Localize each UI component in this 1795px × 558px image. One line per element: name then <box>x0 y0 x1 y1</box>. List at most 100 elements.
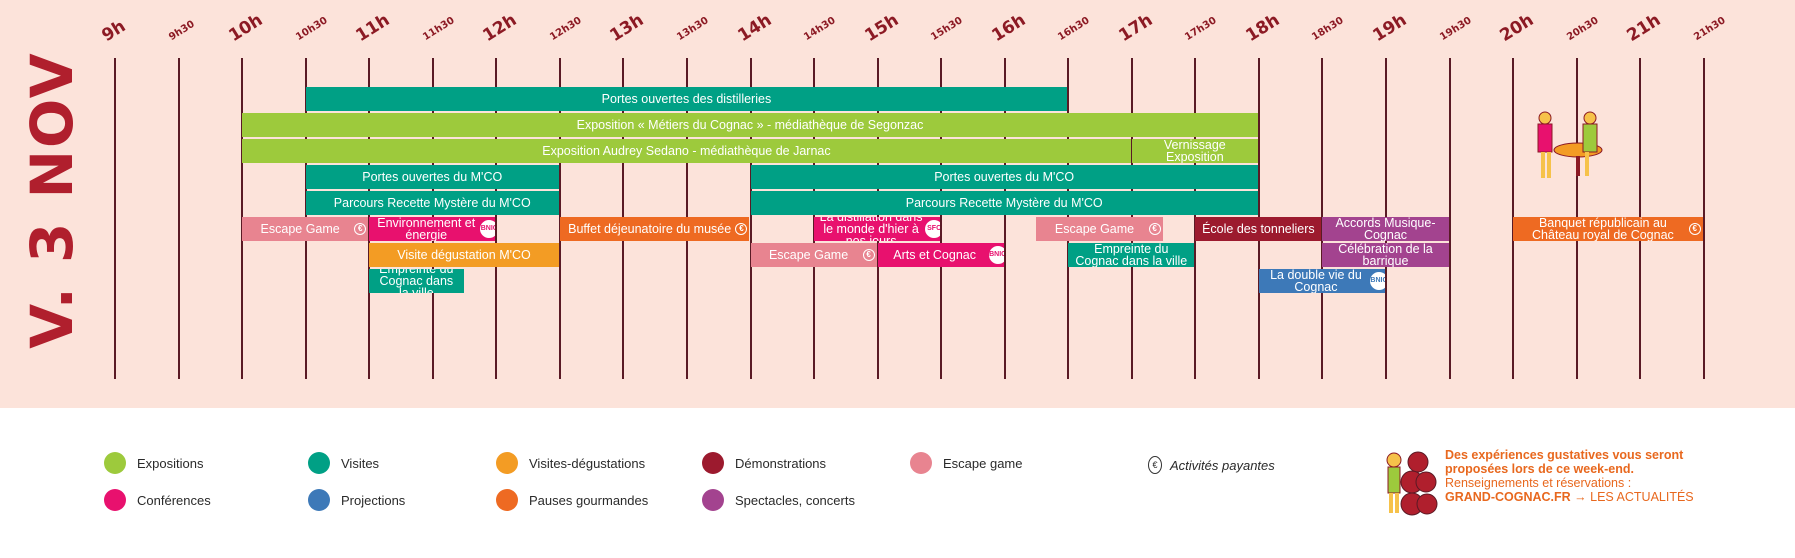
hour-label: 11h30 <box>420 15 457 44</box>
event-block[interactable]: La double vie du CognacBNIC <box>1258 269 1385 293</box>
euro-icon: € <box>1148 456 1162 474</box>
event-block[interactable]: Portes ouvertes des distilleries <box>305 87 1068 111</box>
hour-label: 12h <box>479 10 521 47</box>
event-label: Accords Musique-Cognac <box>1335 217 1436 241</box>
event-label: Banquet républicain au Château royal de … <box>1532 217 1674 241</box>
hour-label: 16h30 <box>1056 15 1092 44</box>
event-block[interactable]: Banquet républicain au Château royal de … <box>1513 217 1703 241</box>
event-block[interactable]: Escape Game€ <box>242 217 369 241</box>
euro-icon: € <box>735 223 748 235</box>
legend-label: Projections <box>341 492 406 508</box>
event-label: Escape Game <box>768 248 849 262</box>
hour-label: 16h <box>988 10 1030 47</box>
event-block[interactable]: Visite dégustation M'CO <box>369 243 559 267</box>
hour-label: 18h30 <box>1310 15 1347 44</box>
legend-swatch <box>104 452 126 474</box>
hour-label: 13h30 <box>675 15 711 44</box>
event-block[interactable]: Exposition « Métiers du Cognac » - média… <box>242 113 1258 137</box>
event-label: Escape Game <box>1054 222 1135 236</box>
website-link[interactable]: GRAND-COGNAC.FR <box>1445 490 1571 504</box>
legend-swatch <box>496 489 518 511</box>
event-label: Vernissage Exposition <box>1163 139 1226 163</box>
hour-label: 15h <box>860 10 902 47</box>
event-block[interactable]: Célébration de la barrique <box>1322 243 1449 267</box>
hour-label: 9h <box>98 16 130 46</box>
event-label: Empreinte du Cognac dans la ville <box>379 269 454 293</box>
legend-item: Escape game <box>910 452 1023 474</box>
legend-label: Escape game <box>943 455 1023 471</box>
hour-gridline <box>749 58 752 379</box>
legend-swatch <box>104 489 126 511</box>
hour-gridline <box>1003 58 1006 379</box>
hour-label: 20h <box>1496 10 1538 47</box>
hour-label: 10h30 <box>293 15 330 44</box>
hour-gridline <box>495 58 498 379</box>
event-label: Empreinte du Cognac dans la ville <box>1075 243 1188 267</box>
day-label-text: V. 3 NOV <box>18 51 86 349</box>
legend-label: Conférences <box>137 492 211 508</box>
event-label: Portes ouvertes du M'CO <box>362 170 503 184</box>
event-block[interactable]: Parcours Recette Mystère du M'CO <box>750 191 1258 215</box>
legend-label: Visites-dégustations <box>529 455 646 471</box>
event-block[interactable]: Escape Game € <box>1036 217 1163 241</box>
event-label: Célébration de la barrique <box>1338 243 1433 267</box>
euro-icon: € <box>1148 223 1161 235</box>
hour-label: 21h <box>1623 10 1665 47</box>
banquet-illustration <box>1537 111 1603 178</box>
paid-activities-label: Activités payantes <box>1170 457 1275 473</box>
legend-label: Pauses gourmandes <box>529 492 649 508</box>
event-block[interactable]: La distillation dans le monde d'hier à n… <box>814 217 941 241</box>
event-block[interactable]: Portes ouvertes du M'CO <box>305 165 559 189</box>
organizer-badge: BNIC <box>987 245 1004 265</box>
euro-icon: € <box>862 249 875 261</box>
info-line-2: proposées lors de ce week-end. <box>1445 462 1634 476</box>
event-block[interactable]: École des tonneliers <box>1195 217 1322 241</box>
legend-label: Démonstrations <box>735 455 827 471</box>
event-block[interactable]: Vernissage Exposition <box>1131 139 1258 163</box>
hour-label: 13h <box>606 10 648 47</box>
legend-swatch <box>308 489 330 511</box>
hour-label: 21h30 <box>1691 15 1728 44</box>
event-block[interactable]: Portes ouvertes du M'CO <box>750 165 1258 189</box>
event-label: Environnement et énergie <box>377 217 476 241</box>
hour-label: 14h30 <box>802 15 838 44</box>
legend-item: Visites <box>308 452 379 474</box>
hour-gridline <box>177 58 180 379</box>
legend-item: Expositions <box>104 452 203 474</box>
hour-label: 19h <box>1369 10 1411 47</box>
event-block[interactable]: Arts et CognacBNIC <box>877 243 1004 267</box>
website-link-suffix[interactable]: → LES ACTUALITÉS <box>1570 490 1694 504</box>
event-label: Portes ouvertes du M'CO <box>934 170 1075 184</box>
legend-item: Pauses gourmandes <box>496 489 648 511</box>
legend-swatch <box>702 489 724 511</box>
hour-gridline <box>1702 58 1705 379</box>
event-block[interactable]: Parcours Recette Mystère du M'CO <box>305 191 559 215</box>
legend-swatch <box>910 452 932 474</box>
hour-label: 9h30 <box>166 18 197 43</box>
info-line-3: Renseignements et réservations : <box>1445 476 1632 490</box>
event-block[interactable]: Buffet déjeunatoire du musée€ <box>559 217 750 241</box>
legend-item: Conférences <box>104 489 211 511</box>
hour-label: 19h30 <box>1437 15 1474 44</box>
event-label: École des tonneliers <box>1202 222 1315 236</box>
event-label: La double vie du Cognac <box>1270 269 1362 293</box>
hour-label: 14h <box>733 10 775 47</box>
event-block[interactable]: Accords Musique-Cognac <box>1322 217 1449 241</box>
legend-label: Spectacles, concerts <box>735 492 855 508</box>
event-label: Escape Game <box>260 222 340 236</box>
cognac-barrels-icon <box>1386 451 1438 516</box>
event-block[interactable]: Exposition Audrey Sedano - médiathèque d… <box>242 139 1131 163</box>
organizer-badge: SFC <box>924 219 941 239</box>
event-block[interactable]: Empreinte du Cognac dans la ville <box>369 269 464 293</box>
event-block[interactable]: Empreinte du Cognac dans la ville <box>1068 243 1195 267</box>
euro-icon: € <box>1688 223 1701 235</box>
hour-gridline <box>1448 58 1451 379</box>
event-label: Visite dégustation M'CO <box>397 248 531 262</box>
event-block[interactable]: Escape Game € <box>750 243 877 267</box>
info-note: Des expériences gustatives vous seront p… <box>1445 448 1705 504</box>
legend-item: Projections <box>308 489 405 511</box>
legend-label: Expositions <box>137 455 204 471</box>
hour-label: 15h30 <box>929 15 965 44</box>
event-block[interactable]: Environnement et énergieBNIC <box>369 217 496 241</box>
legend-item: Visites-dégustations <box>496 452 645 474</box>
